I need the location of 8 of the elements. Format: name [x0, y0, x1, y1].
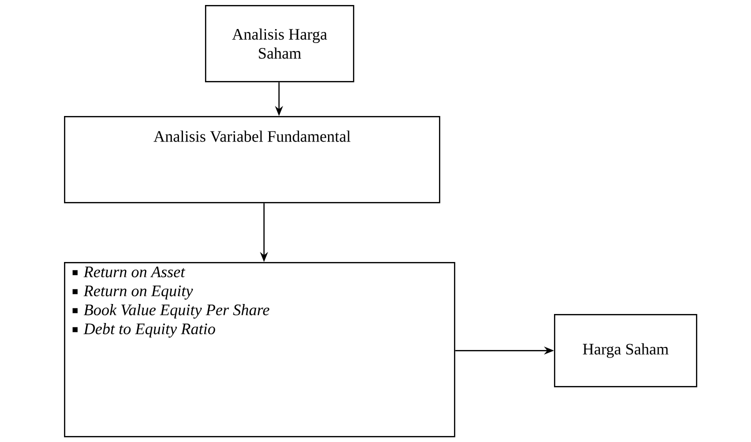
process-box: Analisis Variabel Fundamental: [64, 116, 440, 204]
process-box: Analisis Harga Saham: [205, 5, 354, 82]
list-box: [64, 262, 456, 438]
bullet-item: Debt to Equity Ratio: [72, 323, 216, 338]
bullet-item: Book Value Equity Per Share: [72, 304, 270, 319]
bullet-item: Return on Asset: [72, 266, 186, 278]
process-box: Harga Saham: [554, 314, 698, 388]
bullet-item: Return on Equity: [72, 286, 193, 300]
